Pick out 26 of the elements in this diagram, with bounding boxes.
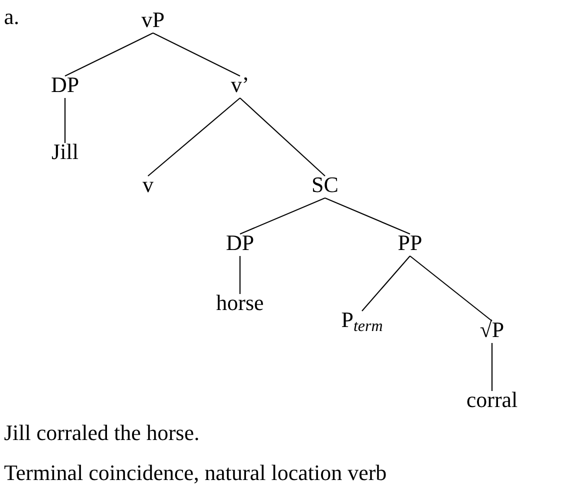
tree-branch — [240, 98, 326, 176]
tree-branch — [152, 32, 240, 76]
example-letter: a. — [4, 6, 20, 28]
tree-node-label: vP — [141, 9, 165, 31]
tree-node-label: DP — [226, 232, 254, 254]
tree-branch — [410, 256, 492, 322]
tree-node-label: horse — [216, 292, 264, 314]
tree-node-label: PP — [398, 232, 422, 254]
tree-node-label: Jill — [52, 141, 78, 163]
tree-node-label: P$_{term}$ — [341, 309, 383, 331]
tree-node-label: v’ — [230, 74, 250, 96]
tree-node-label: SC — [312, 174, 338, 196]
tree-branch — [324, 198, 410, 234]
tree-branch — [240, 198, 326, 234]
tree-branch — [362, 256, 410, 312]
tree-node-label: v — [142, 174, 154, 196]
caption-text: Jill corraled the horse. — [4, 422, 200, 444]
tree-branch — [64, 32, 154, 76]
tree-branch — [491, 343, 493, 391]
tree-branch — [239, 256, 241, 294]
tree-node-label: √P — [480, 319, 504, 341]
tree-branch — [64, 98, 66, 143]
tree-node-label: DP — [50, 74, 80, 96]
tree-node-label: corral — [466, 389, 518, 411]
tree-branch — [148, 98, 240, 176]
caption-text: Terminal coincidence, natural location verb — [4, 462, 387, 484]
